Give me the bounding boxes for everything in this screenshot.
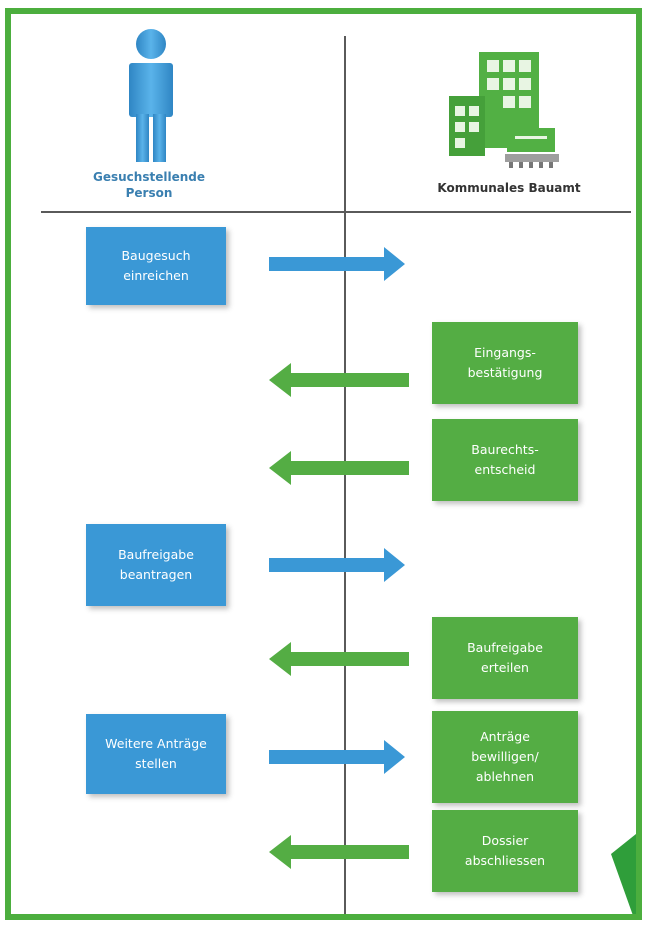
arrow-right-icon — [269, 740, 405, 774]
arrow-left-icon — [269, 363, 409, 397]
diagram-frame: Gesuchstellende Person Kommunales Bauamt… — [5, 8, 642, 920]
step-box-baufreigabe-beantragen: Baufreigabe beantragen — [86, 524, 226, 606]
arrow-right-icon — [269, 247, 405, 281]
step-box-dossier-abschliessen: Dossier abschliessen — [432, 810, 578, 892]
actor-label-bauamt: Kommunales Bauamt — [437, 181, 581, 195]
arrow-left-icon — [269, 451, 409, 485]
actor-label-person: Gesuchstellende Person — [93, 170, 205, 200]
corner-check-mark-icon — [611, 834, 636, 914]
header-divider-horizontal — [41, 211, 631, 213]
step-box-baurechtsentscheid: Baurechts- entscheid — [432, 419, 578, 501]
step-box-baugesuch: Baugesuch einreichen — [86, 227, 226, 305]
step-box-eingangsbestaetigung: Eingangs- bestätigung — [432, 322, 578, 404]
person-icon — [129, 29, 173, 162]
building-icon — [449, 52, 559, 168]
step-box-antraege-bewilligen: Anträge bewilligen/ ablehnen — [432, 711, 578, 803]
arrow-left-icon — [269, 835, 409, 869]
arrow-left-icon — [269, 642, 409, 676]
step-box-baufreigabe-erteilen: Baufreigabe erteilen — [432, 617, 578, 699]
arrow-right-icon — [269, 548, 405, 582]
step-box-weitere-antraege: Weitere Anträge stellen — [86, 714, 226, 794]
